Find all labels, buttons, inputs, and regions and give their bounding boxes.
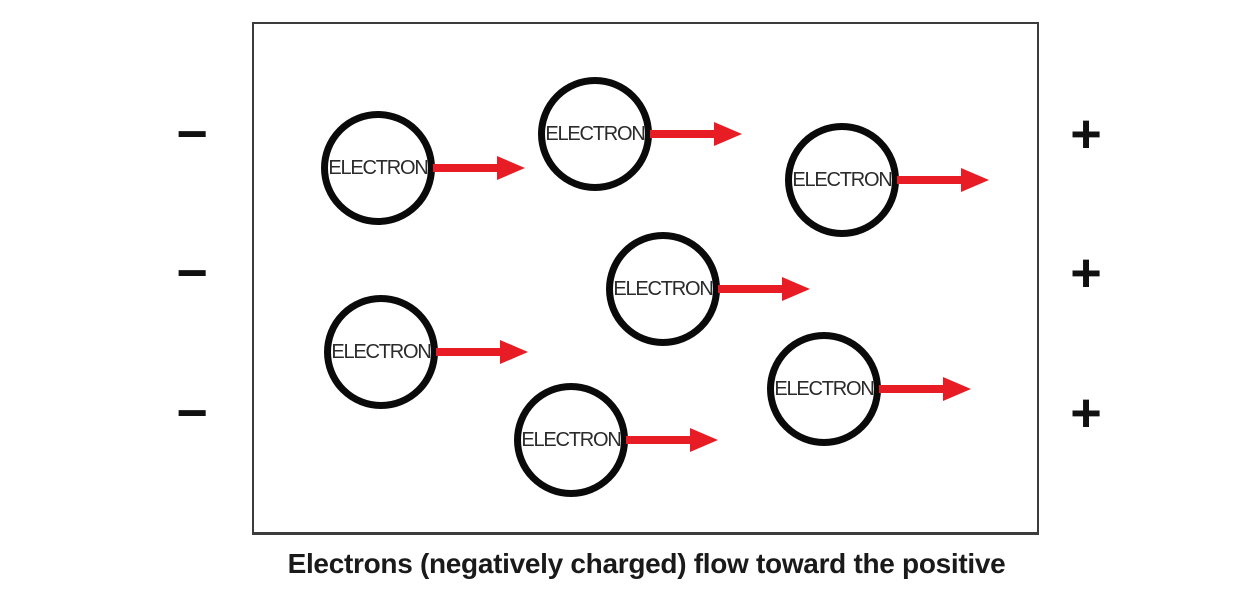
flow-arrow-icon [626, 428, 718, 452]
electron-node: ELECTRON [785, 123, 991, 237]
arrow-shaft [626, 436, 692, 444]
electron-circle: ELECTRON [785, 123, 899, 237]
flow-arrow-icon [897, 168, 989, 192]
electron-circle: ELECTRON [324, 295, 438, 409]
flow-arrow-icon [650, 122, 742, 146]
flow-arrow-icon [879, 377, 971, 401]
electron-circle: ELECTRON [767, 332, 881, 446]
arrow-head [690, 428, 718, 452]
electron-node: ELECTRON [767, 332, 973, 446]
positive-terminal-symbol: + [1070, 243, 1102, 303]
caption: Electrons (negatively charged) flow towa… [287, 548, 1006, 579]
electron-label: ELECTRON [328, 156, 429, 179]
electron-node: ELECTRON [538, 77, 744, 191]
flow-arrow-icon [433, 156, 525, 180]
electron-circle: ELECTRON [321, 111, 435, 225]
electron-label: ELECTRON [331, 340, 432, 363]
arrow-shaft [436, 348, 502, 356]
negative-terminal-symbol: − [176, 383, 208, 443]
arrow-shaft [897, 176, 963, 184]
arrow-shaft [433, 164, 499, 172]
electron-label: ELECTRON [613, 277, 714, 300]
negative-terminal-symbol: − [176, 243, 208, 303]
arrow-head [943, 377, 971, 401]
arrow-head [497, 156, 525, 180]
arrow-head [961, 168, 989, 192]
arrow-shaft [718, 285, 784, 293]
electron-node: ELECTRON [514, 383, 720, 497]
electron-circle: ELECTRON [538, 77, 652, 191]
arrow-head [714, 122, 742, 146]
arrow-shaft [650, 130, 716, 138]
electron-label: ELECTRON [774, 377, 875, 400]
positive-terminal-symbol: + [1070, 383, 1102, 443]
positive-terminal-symbol: + [1070, 104, 1102, 164]
arrow-shaft [879, 385, 945, 393]
flow-arrow-icon [718, 277, 810, 301]
electron-node: ELECTRON [606, 232, 812, 346]
electron-circle: ELECTRON [514, 383, 628, 497]
negative-terminal-symbol: − [176, 104, 208, 164]
arrow-head [782, 277, 810, 301]
electron-label: ELECTRON [792, 168, 893, 191]
flow-arrow-icon [436, 340, 528, 364]
electron-node: ELECTRON [324, 295, 530, 409]
electron-circle: ELECTRON [606, 232, 720, 346]
electron-label: ELECTRON [521, 428, 622, 451]
arrow-head [500, 340, 528, 364]
electron-label: ELECTRON [545, 122, 646, 145]
electron-node: ELECTRON [321, 111, 527, 225]
